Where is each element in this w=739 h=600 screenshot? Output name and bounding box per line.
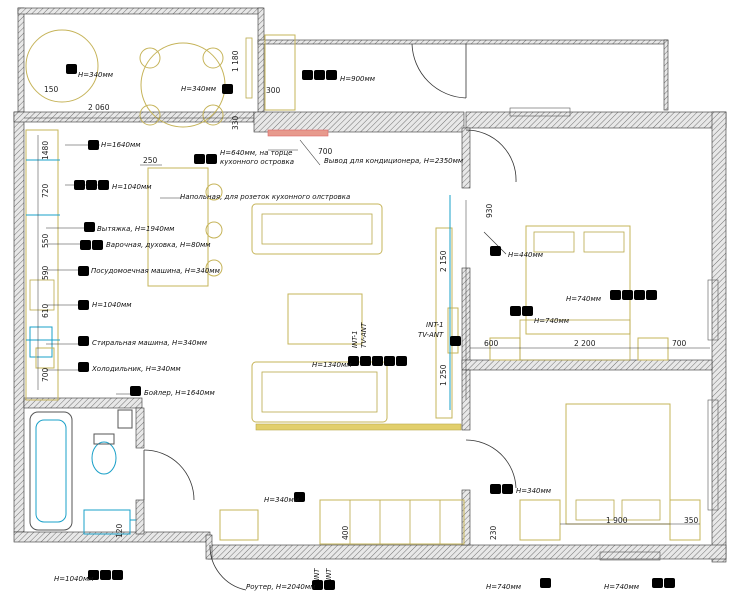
walls [13,7,727,563]
living-furniture [251,203,462,431]
sockets [66,64,675,590]
hall-furniture [219,499,465,545]
balcony-furniture [25,29,296,128]
leaders [46,139,507,395]
windows [509,107,719,561]
bedroom-1-furniture [489,225,669,361]
wiring [26,159,451,521]
dimension-lines [24,117,710,525]
bedroom-2-furniture [519,403,701,541]
doors [143,43,517,591]
kitchen-furniture [25,129,329,401]
bathroom-fixtures [29,409,133,535]
